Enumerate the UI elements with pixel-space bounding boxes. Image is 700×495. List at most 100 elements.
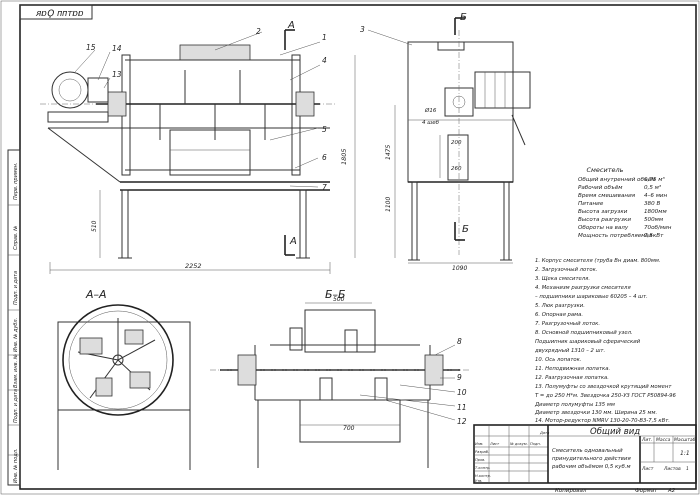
footer-format-value: А2 [667,488,676,494]
title-block-row-3: № докум. [509,442,528,446]
part-line: 14. Мотор-редуктор NMRV 130-20-70-В3-7,5… [535,418,670,424]
left-strip: Перв. примен. Справ. № Подп. и дата Инв.… [7,149,21,486]
spec-value-4: 380 В [644,201,660,207]
title-block-row-7: Пров. [475,458,485,462]
section-b-bottom: Б [462,224,469,235]
strip-label-1: Перв. примен. [13,162,19,200]
part-line: – подшипники шариковые 60205 – 4 шт. [535,294,648,300]
spec-label-5: Высота загрузки [578,209,628,215]
section-aa-view [57,304,191,470]
title-block-sheets: Листов [663,466,681,472]
title-block-row-10: Утв. [475,479,483,483]
title-block-row-9: Н.контр. [475,474,491,478]
section-a-top: А [287,20,295,31]
title-block-row-8: Т.контр. [475,466,491,470]
dim-side-height: 1475 [385,145,392,160]
part-line: Диаметр полумуфты 135 мм [534,402,615,408]
callout-11: 11 [457,403,467,412]
part-line: 6. Опорная рама. [535,312,583,318]
footer-format: Формат [635,488,658,494]
spec-label-1: Общий внутренний объём [578,177,656,183]
part-line: 12. Разгрузочная лопатка. [535,375,609,381]
title-block-row-4: Подп. [530,442,541,446]
spec-value-3: 4–6 мин [644,193,668,199]
side-view [367,17,531,264]
spec-value-7: 70об/мин [644,225,672,231]
dim-bb-top: 500 [333,296,345,303]
dim-front-height: 1805 [340,148,348,165]
dim-side-d1: Ø16 [424,107,437,114]
title-block-row-1: Изм. [475,442,483,446]
section-a-bottom: А [289,236,297,247]
strip-label-4: Инв. № дубл. [13,318,19,352]
section-bb-view [210,302,470,468]
dim-front-width: 2252 [185,262,202,270]
parts-list: 1. Корпус смесителя (труба Вн диам. 800м… [534,258,677,424]
spec-label-3: Время смешивания [578,193,636,199]
title-block-view-title: Общий вид [590,427,640,437]
part-line: 10. Ось лопаток. [535,357,582,363]
part-line: 13. Полумуфты со звездочкой крутящий мом… [535,384,672,390]
title-block-scale-value: 1:1 [680,450,690,457]
spec-value-6: 500мм [644,217,664,223]
dim-side-260: 260 [451,166,462,172]
dim-side-width: 1090 [452,265,467,272]
footer-copied: Копировал [555,488,587,494]
part-line: Подшипник шариковый сферический [535,339,641,345]
callout-3: 3 [360,25,365,34]
spec-table: Смеситель Общий внутренний объём 0,75 м³… [578,166,672,239]
title-block-mass: Масса [656,437,671,443]
strip-label-6: Подп. и дата [13,389,19,423]
title-block-lit: Лит. [641,437,652,443]
part-line: 4. Механизм разгрузки смесителя [535,285,631,291]
view-bb-title: Б–Б [325,288,346,301]
section-b-top: Б [460,12,467,23]
spec-label-6: Высота разгрузки [578,217,631,223]
corner-stamp-box [19,4,93,20]
spec-value-8: 7,5кВт [644,233,664,239]
spec-label-7: Обороты на валу [578,225,629,231]
part-line: 8. Основной подшипниковый узел. [535,330,633,336]
callout-10: 10 [457,388,467,397]
part-line: 11. Неподвижная лопатка. [535,366,610,372]
title-block-row-5: Дата [539,431,549,435]
spec-value-5: 1800мм [644,209,667,215]
view-aa-title: А–А [85,288,107,301]
callout-9: 9 [457,373,462,382]
spec-value-1: 0,75 м³ [644,176,665,183]
title-block-row-2: Лист [489,442,500,446]
dim-front-leg: 510 [91,220,98,232]
corner-stamp: ᴙɒϘ ᴨᴨᴛɒɒ [35,9,84,19]
spec-value-2: 0,5 м³ [644,184,662,191]
part-line: 3. Щека смесителя. [535,276,590,282]
title-block-desc-1: Смеситель одновальный [552,448,623,454]
front-callouts [74,31,321,188]
strip-label-5: Взам. инв. № [13,354,19,388]
callout-7: 7 [322,183,327,192]
title-block-desc-2: принудительного действия [552,456,631,462]
callout-2: 2 [256,27,261,36]
front-view [40,29,356,274]
spec-label-4: Питание [578,201,604,207]
callout-6: 6 [322,153,327,162]
dim-side-leg: 1100 [385,197,392,212]
callout-15: 15 [86,43,96,52]
strip-label-3: Подп. и дата [13,271,19,305]
strip-label-7: Инв. № подл. [13,449,19,484]
title-block-desc-3: рабочим объёмом 0,5 куб.м [551,464,631,470]
spec-title: Смеситель [586,166,623,174]
title-block-row-6: Разраб. [475,450,489,454]
dim-side-d2: 4 шеб [422,120,440,126]
title-block [473,424,697,484]
part-line: Диаметр звездочки 130 мм. Ширина 25 мм. [534,410,657,416]
callout-5: 5 [322,125,327,134]
loading-hopper [179,44,251,61]
strip-label-2: Справ. № [13,226,19,250]
part-line: 5. Люк разгрузки. [535,303,585,309]
callout-4: 4 [322,56,327,65]
callout-12: 12 [457,417,467,426]
part-line: 7. Разгрузочный лоток. [535,321,600,327]
spec-label-2: Рабочий объём [578,185,623,191]
